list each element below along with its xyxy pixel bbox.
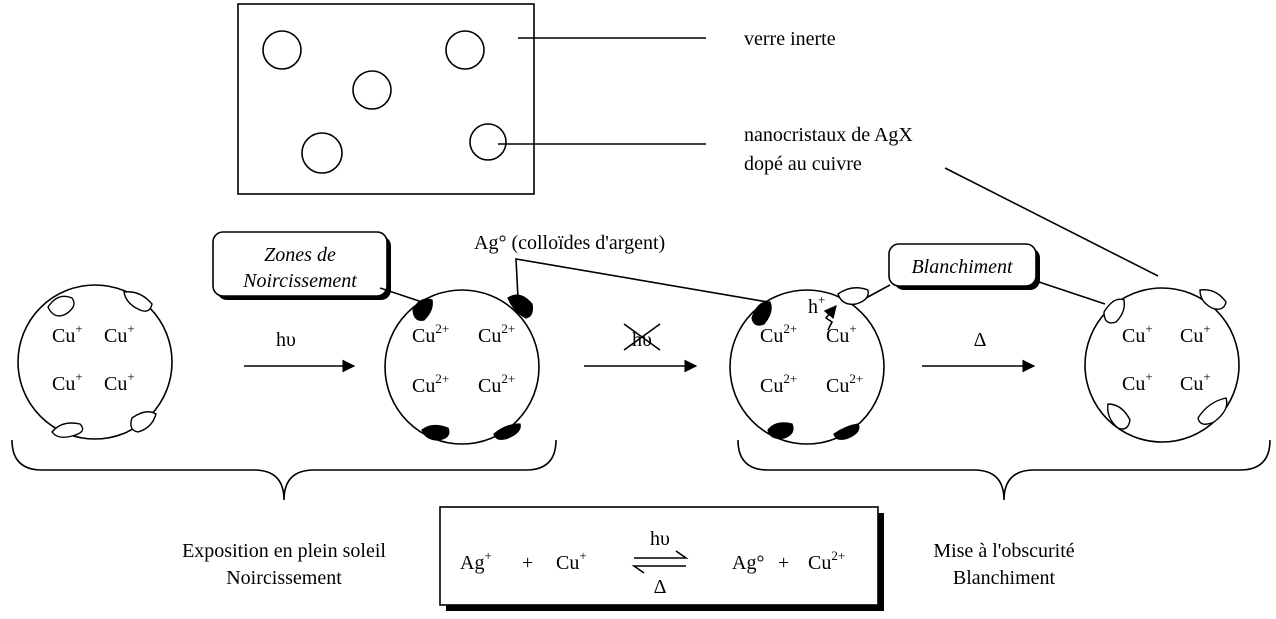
ion-cu2: Cu2+ xyxy=(760,371,797,397)
zones-label-2: Noircissement xyxy=(242,270,357,292)
silver-site xyxy=(47,295,75,317)
colloid-dark xyxy=(751,301,772,326)
crystal-to-circle4-line xyxy=(944,167,1159,277)
dark-label-1: Mise à l'obscurité xyxy=(933,540,1074,562)
ion-cu2: Cu2+ xyxy=(760,321,797,347)
eq-delta: Δ xyxy=(654,576,667,598)
colloid-leader xyxy=(515,258,769,303)
silver-site xyxy=(1197,397,1228,425)
eq-ag0: Ag° xyxy=(732,552,764,574)
ion-cu2: Cu2+ xyxy=(478,371,515,397)
hv-label: hυ xyxy=(276,329,296,351)
ion-cu2: Cu2+ xyxy=(412,371,449,397)
crystal-initial xyxy=(17,284,173,440)
ion-cu: Cu+ xyxy=(52,321,83,347)
crystal-darkened xyxy=(384,289,540,445)
zones-box xyxy=(212,231,388,297)
ion-cu2: Cu2+ xyxy=(478,321,515,347)
bleaching-box-label: Blanchiment xyxy=(911,256,1013,278)
hv-crossed-label: hυ xyxy=(632,329,652,351)
colloid-dark xyxy=(767,422,794,439)
colloid-leader xyxy=(379,287,426,304)
ion-cu2: Cu2+ xyxy=(412,321,449,347)
ion-cu: Cu+ xyxy=(104,321,135,347)
crystal-circle xyxy=(301,132,343,174)
colloid-dark xyxy=(507,294,533,319)
eq-cu2-ion: Cu2+ xyxy=(808,548,845,574)
colloid-dark xyxy=(412,298,433,321)
eq-plus: + xyxy=(522,552,533,574)
crystal-bleached xyxy=(1084,287,1240,443)
delta-label: Δ xyxy=(974,329,987,351)
ion-cu: Cu+ xyxy=(52,369,83,395)
glass-label: verre inerte xyxy=(744,28,836,50)
silver-site xyxy=(130,411,157,433)
hole-site xyxy=(837,287,869,305)
silver-site xyxy=(1107,403,1131,430)
colloid-dark xyxy=(493,423,521,440)
nanocrystals-label-2: dopé au cuivre xyxy=(744,153,862,175)
ion-cu: Cu+ xyxy=(104,369,135,395)
ion-cu: Cu+ xyxy=(1122,369,1153,395)
crystal-circle xyxy=(262,30,302,70)
brace-dark xyxy=(737,439,1271,501)
ion-cu: Cu+ xyxy=(1122,321,1153,347)
colloid-dark xyxy=(421,424,450,441)
silver-site xyxy=(123,291,153,312)
eq-ag-ion: Ag+ xyxy=(460,548,492,574)
colloid-dark xyxy=(833,423,860,440)
ion-cu: Cu+ xyxy=(1180,321,1211,347)
eq-cu-ion: Cu+ xyxy=(556,548,587,574)
crystal-transition xyxy=(729,289,885,445)
crystal-circle xyxy=(352,70,392,110)
eq-forward-arrow xyxy=(634,550,689,559)
dark-label-2: Blanchiment xyxy=(953,567,1056,589)
eq-reverse-arrow xyxy=(631,565,686,574)
hole-label: h+ xyxy=(808,292,825,318)
bleaching-leader xyxy=(865,284,891,299)
zones-label-1: Zones de xyxy=(264,244,336,266)
equation-box xyxy=(439,506,879,606)
hole-arrow xyxy=(823,305,837,331)
nanocrystals-label-1: nanocristaux de AgX xyxy=(744,124,913,146)
bleaching-leader xyxy=(1035,280,1106,305)
bleaching-box xyxy=(888,243,1037,287)
ion-cu: Cu+ xyxy=(1180,369,1211,395)
crystal-circle xyxy=(469,123,507,161)
cross-out-stroke xyxy=(623,323,661,351)
eq-hv: hυ xyxy=(650,528,670,550)
eq-plus2: + xyxy=(778,552,789,574)
ion-cu: Cu+ xyxy=(826,321,857,347)
silver-site xyxy=(1103,298,1126,324)
exposure-label-1: Exposition en plein soleil xyxy=(182,540,386,562)
silver-site xyxy=(1199,289,1227,310)
brace-exposure xyxy=(11,439,557,501)
ion-cu2: Cu2+ xyxy=(826,371,863,397)
crystal-circle xyxy=(445,30,485,70)
silver-site xyxy=(51,422,84,439)
colloids-label: Ag° (colloïdes d'argent) xyxy=(474,232,665,254)
exposure-label-2: Noircissement xyxy=(226,567,342,589)
